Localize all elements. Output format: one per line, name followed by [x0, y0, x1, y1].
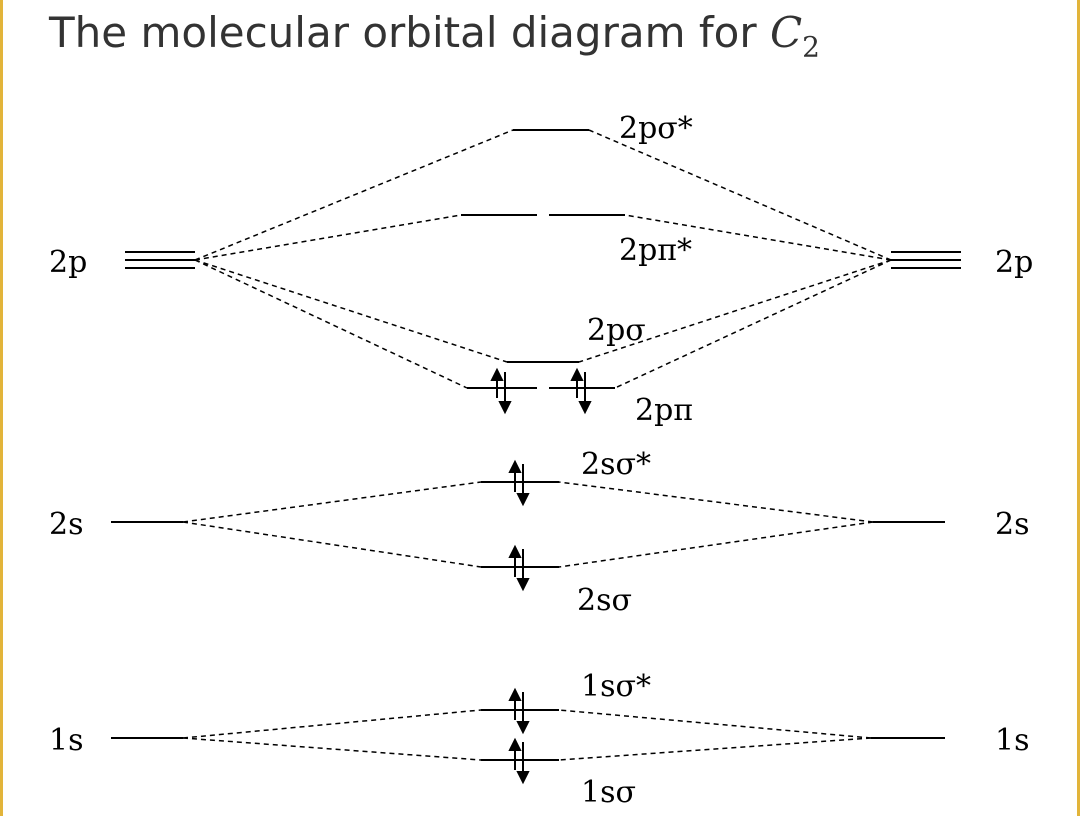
label-left-2s: 2s [49, 507, 83, 542]
label-right-2p: 2p [995, 245, 1033, 280]
electron-pair-2ssigma [508, 544, 530, 592]
corr-left-2p-2psigma-star [194, 129, 514, 261]
corr-right-2p-2psigma [578, 259, 892, 363]
label-right-1s: 1s [995, 723, 1029, 758]
corr-right-2s-star [558, 481, 874, 523]
corr-left-2p-2psigma [194, 259, 508, 363]
label-left-2p: 2p [49, 245, 87, 280]
corr-left-2p-2ppi-star [194, 214, 462, 261]
corr-right-1s [558, 737, 872, 761]
corr-left-2s [182, 521, 482, 568]
corr-right-2p-2ppi [614, 259, 892, 389]
corr-right-2s [558, 521, 874, 568]
label-right-2s: 2s [995, 507, 1029, 542]
molecule-subscript: 2 [802, 30, 820, 64]
electron-pair-1ssigma [508, 737, 530, 785]
electron-pair-2ssigma-star [508, 459, 530, 507]
title-text: The molecular orbital diagram for [49, 8, 770, 57]
label-1ssigma-star: 1sσ* [581, 669, 651, 704]
corr-left-1s-star [182, 709, 482, 739]
label-2ssigma: 2sσ [577, 583, 632, 618]
page-title: The molecular orbital diagram for C2 [49, 8, 820, 63]
electron-pair-2ppi-a [490, 367, 512, 415]
electron-pair-2ppi-b [570, 367, 592, 415]
corr-right-2p-2psigma-star [588, 129, 892, 261]
label-2psigma: 2pσ [587, 313, 646, 348]
electron-pair-1ssigma-star [508, 687, 530, 735]
label-left-1s: 1s [49, 723, 83, 758]
corr-left-1s [182, 737, 482, 761]
molecule-symbol: C [769, 8, 803, 57]
mo-diagram: 2p 2s 1s 2p 2s 1s 2pσ* 2pπ* 2pσ 2pπ 2sσ*… [49, 111, 1033, 810]
corr-left-2p-2ppi [194, 259, 468, 389]
label-2psigma-star: 2pσ* [619, 111, 693, 146]
label-2ssigma-star: 2sσ* [581, 447, 651, 482]
corr-right-1s-star [558, 709, 872, 739]
label-2ppi-star: 2pπ* [619, 233, 692, 268]
label-2ppi: 2pπ [635, 393, 693, 428]
label-1ssigma: 1sσ [581, 775, 636, 810]
corr-left-2s-star [182, 481, 482, 523]
molecule-formula: C2 [769, 8, 820, 63]
